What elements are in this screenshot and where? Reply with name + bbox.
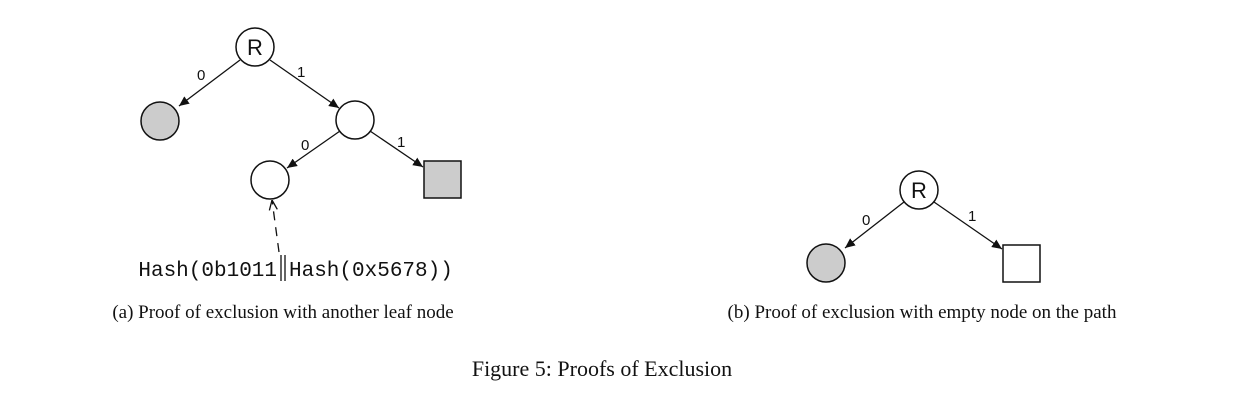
edge-a-root-to-left-leaf: [178, 59, 241, 107]
edge-label-b-root-right: 1: [968, 208, 976, 225]
edge-label-a-inner-left: 0: [301, 137, 309, 154]
leaf-square-node-a: [423, 160, 462, 199]
root-label-a: R: [247, 35, 263, 60]
diagram-b: 0 1 R (b) Proof of exclusion with empty …: [728, 170, 1117, 323]
edge-a-inner-to-leaf-square: [369, 130, 424, 168]
edge-label-a-root-left: 0: [197, 67, 205, 84]
root-label-b: R: [911, 178, 927, 203]
inner-node-a: [335, 100, 375, 140]
edge-label-a-inner-right: 1: [397, 134, 405, 151]
edge-label-a-root-right: 1: [297, 64, 305, 81]
empty-node-a: [250, 160, 290, 200]
hash-formula-suffix: Hash(0x5678)): [289, 260, 453, 283]
edge-b-root-to-left-leaf: [844, 201, 905, 249]
figure-caption: Figure 5: Proofs of Exclusion: [472, 356, 732, 381]
diagram-a: 0 1 0 1 R Hash(0b1011 Hash(0x5678)) (a) …: [112, 27, 462, 323]
edge-b-root-to-empty-square: [933, 201, 1003, 250]
empty-square-node-b: [1002, 244, 1041, 283]
caption-b: (b) Proof of exclusion with empty node o…: [728, 302, 1117, 323]
caption-a: (a) Proof of exclusion with another leaf…: [112, 302, 453, 323]
root-node-b: [899, 170, 939, 210]
hash-formula-prefix: Hash(0b1011: [138, 260, 277, 283]
edge-label-b-root-left: 0: [862, 212, 870, 229]
left-leaf-node-b: [806, 243, 846, 283]
edge-a-inner-to-empty-node: [286, 130, 341, 169]
pointer-a-hash-to-empty-node: [272, 200, 280, 253]
edge-a-root-to-inner-node: [269, 59, 340, 109]
root-node-a: [235, 27, 275, 67]
left-leaf-node-a: [140, 101, 180, 141]
